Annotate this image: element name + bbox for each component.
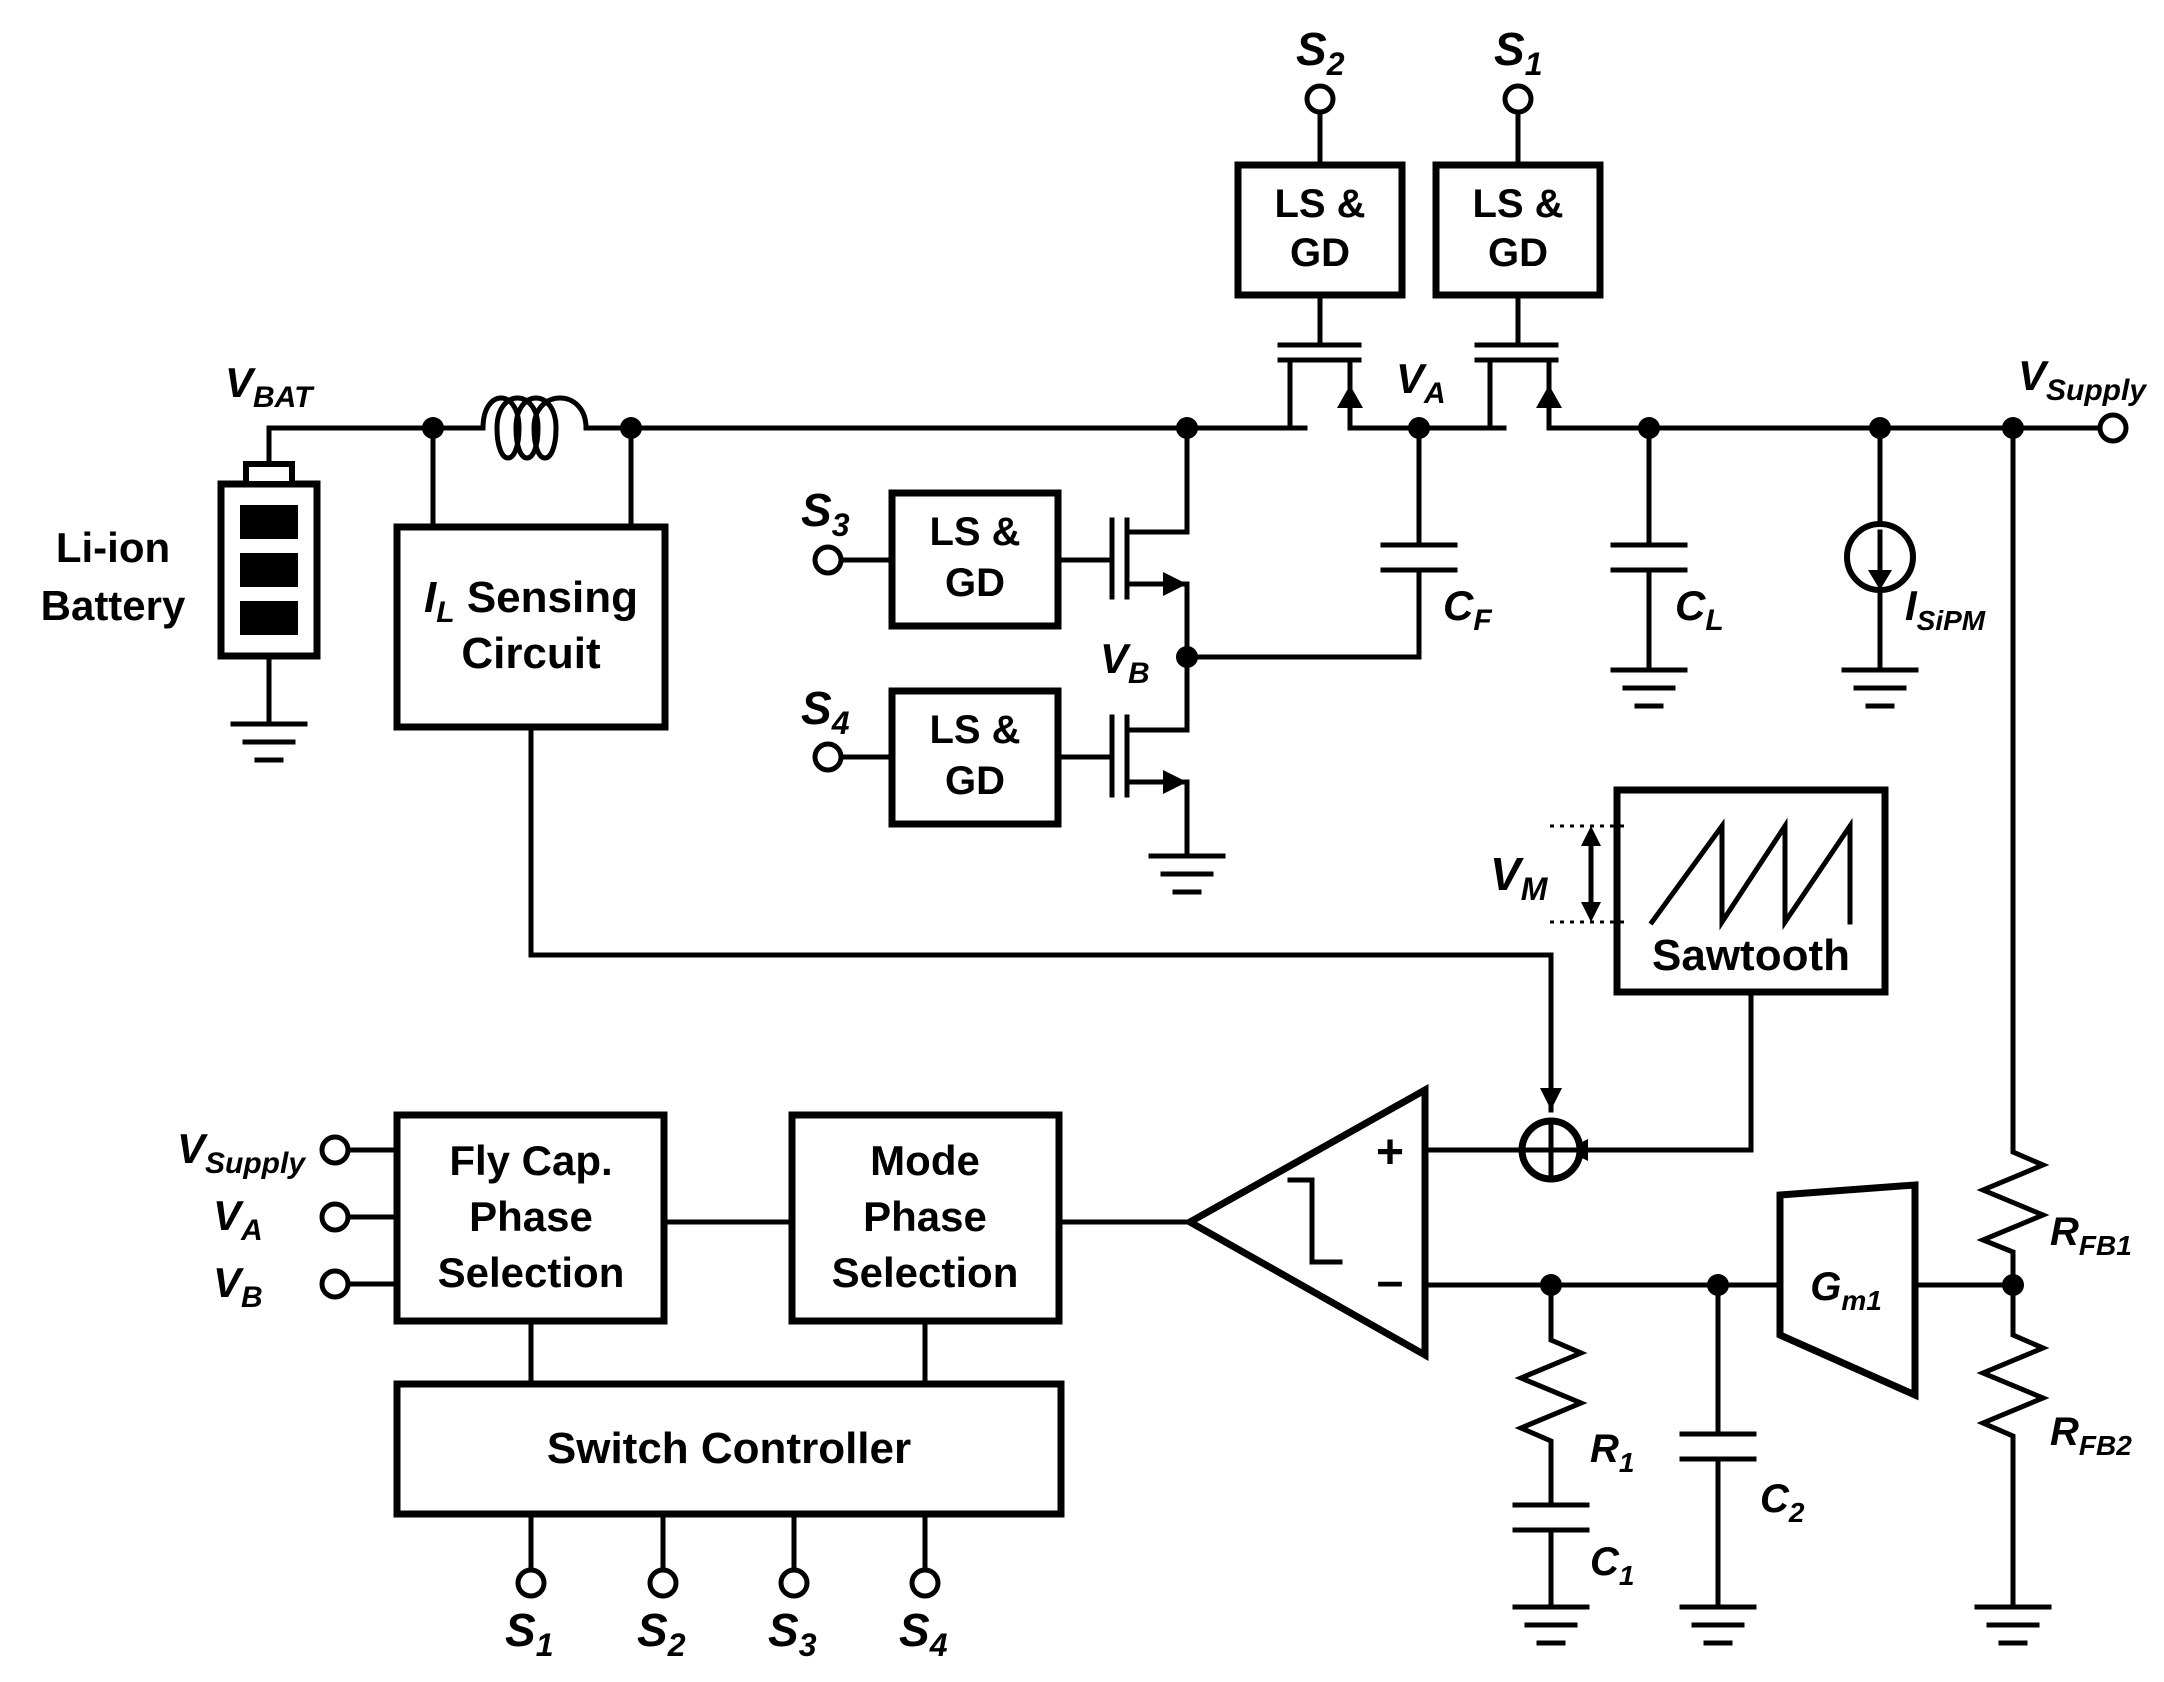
resistor-rfb1 bbox=[1976, 1137, 2050, 1288]
comparator-minus: – bbox=[1377, 1255, 1404, 1308]
s4-out-label: S4 bbox=[899, 1604, 948, 1663]
sawtooth-block bbox=[1613, 786, 1889, 996]
vsupply-output-terminal bbox=[2097, 412, 2129, 444]
va-label: VA bbox=[1396, 355, 1446, 410]
s1-out-label: S1 bbox=[505, 1604, 553, 1663]
flycap-label-line3: Selection bbox=[438, 1249, 625, 1296]
flycap-label-line1: Fly Cap. bbox=[449, 1137, 612, 1184]
flycap-input-va: VA bbox=[213, 1192, 263, 1247]
rfb1-label: RFB1 bbox=[2050, 1210, 2132, 1261]
vsupply-label: VSupply bbox=[2018, 352, 2147, 407]
gd-s1-label-line2: GD bbox=[1488, 231, 1548, 275]
arrow-head bbox=[1540, 1088, 1562, 1110]
terminal-vsupply-in bbox=[319, 1134, 351, 1166]
mode-label-line1: Mode bbox=[870, 1137, 980, 1184]
ground-icon bbox=[1841, 667, 1919, 709]
resistor-r1 bbox=[1514, 1282, 1588, 1508]
flycap-input-vsupply: VSupply bbox=[177, 1125, 306, 1180]
terminal-vb-in bbox=[319, 1268, 351, 1300]
gd-s2-label-line2: GD bbox=[1290, 231, 1350, 275]
s3-out-label: S3 bbox=[768, 1604, 817, 1663]
s4-left-label: S4 bbox=[801, 682, 850, 741]
terminal-s2-top bbox=[1304, 83, 1336, 115]
battery-label-line1: Li-ion bbox=[56, 524, 170, 571]
terminal-va-in bbox=[319, 1201, 351, 1233]
cl-label: CL bbox=[1675, 582, 1724, 637]
ground-icon bbox=[1148, 853, 1226, 895]
s1-top-label: S1 bbox=[1494, 23, 1542, 82]
gd-s4-label-line2: GD bbox=[945, 759, 1005, 803]
terminal-s4-out bbox=[909, 1567, 941, 1599]
mode-phase-selection-block bbox=[788, 1111, 1063, 1325]
ground-icon bbox=[1974, 1604, 2052, 1646]
ground-icon bbox=[1610, 667, 1688, 709]
rfb2-label: RFB2 bbox=[2050, 1410, 2132, 1461]
ls-gd-block-s3 bbox=[888, 489, 1062, 630]
hysteresis-icon bbox=[1287, 1177, 1343, 1265]
ls-gd-block-s1 bbox=[1432, 161, 1604, 299]
sawtooth-label: Sawtooth bbox=[1652, 931, 1850, 980]
gd-s3-label-line2: GD bbox=[945, 561, 1005, 605]
sensing-label-line2: Circuit bbox=[461, 629, 601, 678]
vbat-label: VBAT bbox=[225, 359, 315, 414]
terminal-s3-left bbox=[812, 544, 844, 576]
ground-icon bbox=[230, 721, 308, 763]
terminal-s4-left bbox=[812, 741, 844, 773]
inductor bbox=[480, 395, 589, 461]
pwm-comparator bbox=[1182, 1084, 1429, 1362]
switch-transistor-s3 bbox=[1057, 517, 1190, 660]
ground-icon bbox=[1679, 1604, 1757, 1646]
li-ion-battery bbox=[217, 425, 321, 725]
resistor-rfb2 bbox=[1976, 1282, 2050, 1608]
sawtooth-waveform bbox=[1648, 817, 1853, 931]
terminal-s2-out bbox=[647, 1567, 679, 1599]
gd-s2-label-line1: LS & bbox=[1274, 182, 1365, 226]
switch-transistor-s2 bbox=[1277, 292, 1363, 431]
c2-label: C2 bbox=[1760, 1477, 1805, 1528]
comparator-plus: + bbox=[1376, 1126, 1404, 1179]
fly-cap-phase-selection-block bbox=[393, 1111, 668, 1325]
terminal-s1-out bbox=[515, 1567, 547, 1599]
gd-s3-label-line1: LS & bbox=[929, 510, 1020, 554]
vb-label: VB bbox=[1100, 635, 1150, 690]
gm1-label: Gm1 bbox=[1810, 1265, 1882, 1316]
terminal-s3-out bbox=[778, 1567, 810, 1599]
flycap-input-vb: VB bbox=[213, 1259, 263, 1314]
isipm-label: ISiPM bbox=[1905, 582, 1986, 636]
cf-label: CF bbox=[1443, 582, 1492, 637]
r1-label: R1 bbox=[1590, 1427, 1634, 1478]
vm-label: VM bbox=[1490, 848, 1549, 907]
switch-controller-block bbox=[393, 1380, 1065, 1518]
mode-label-line3: Selection bbox=[832, 1249, 1019, 1296]
flycap-label-line2: Phase bbox=[469, 1193, 593, 1240]
gm1-block bbox=[1776, 1181, 1919, 1401]
ground-icon bbox=[1512, 1604, 1590, 1646]
terminal-s1-top bbox=[1502, 83, 1534, 115]
s3-left-label: S3 bbox=[801, 484, 850, 543]
gd-s4-label-line1: LS & bbox=[929, 708, 1020, 752]
sensing-label-line1: IL Sensing bbox=[424, 573, 638, 629]
mode-label-line2: Phase bbox=[863, 1193, 987, 1240]
ls-gd-block-s2 bbox=[1234, 161, 1406, 299]
c1-label: C1 bbox=[1590, 1540, 1634, 1591]
switch-transistor-s1 bbox=[1474, 292, 1562, 431]
gd-s1-label-line1: LS & bbox=[1472, 182, 1563, 226]
s2-top-label: S2 bbox=[1296, 23, 1345, 82]
s2-out-label: S2 bbox=[637, 1604, 686, 1663]
battery-label-line2: Battery bbox=[41, 582, 186, 629]
switch-transistor-s4 bbox=[1057, 654, 1190, 857]
switch-controller-label: Switch Controller bbox=[547, 1424, 911, 1473]
